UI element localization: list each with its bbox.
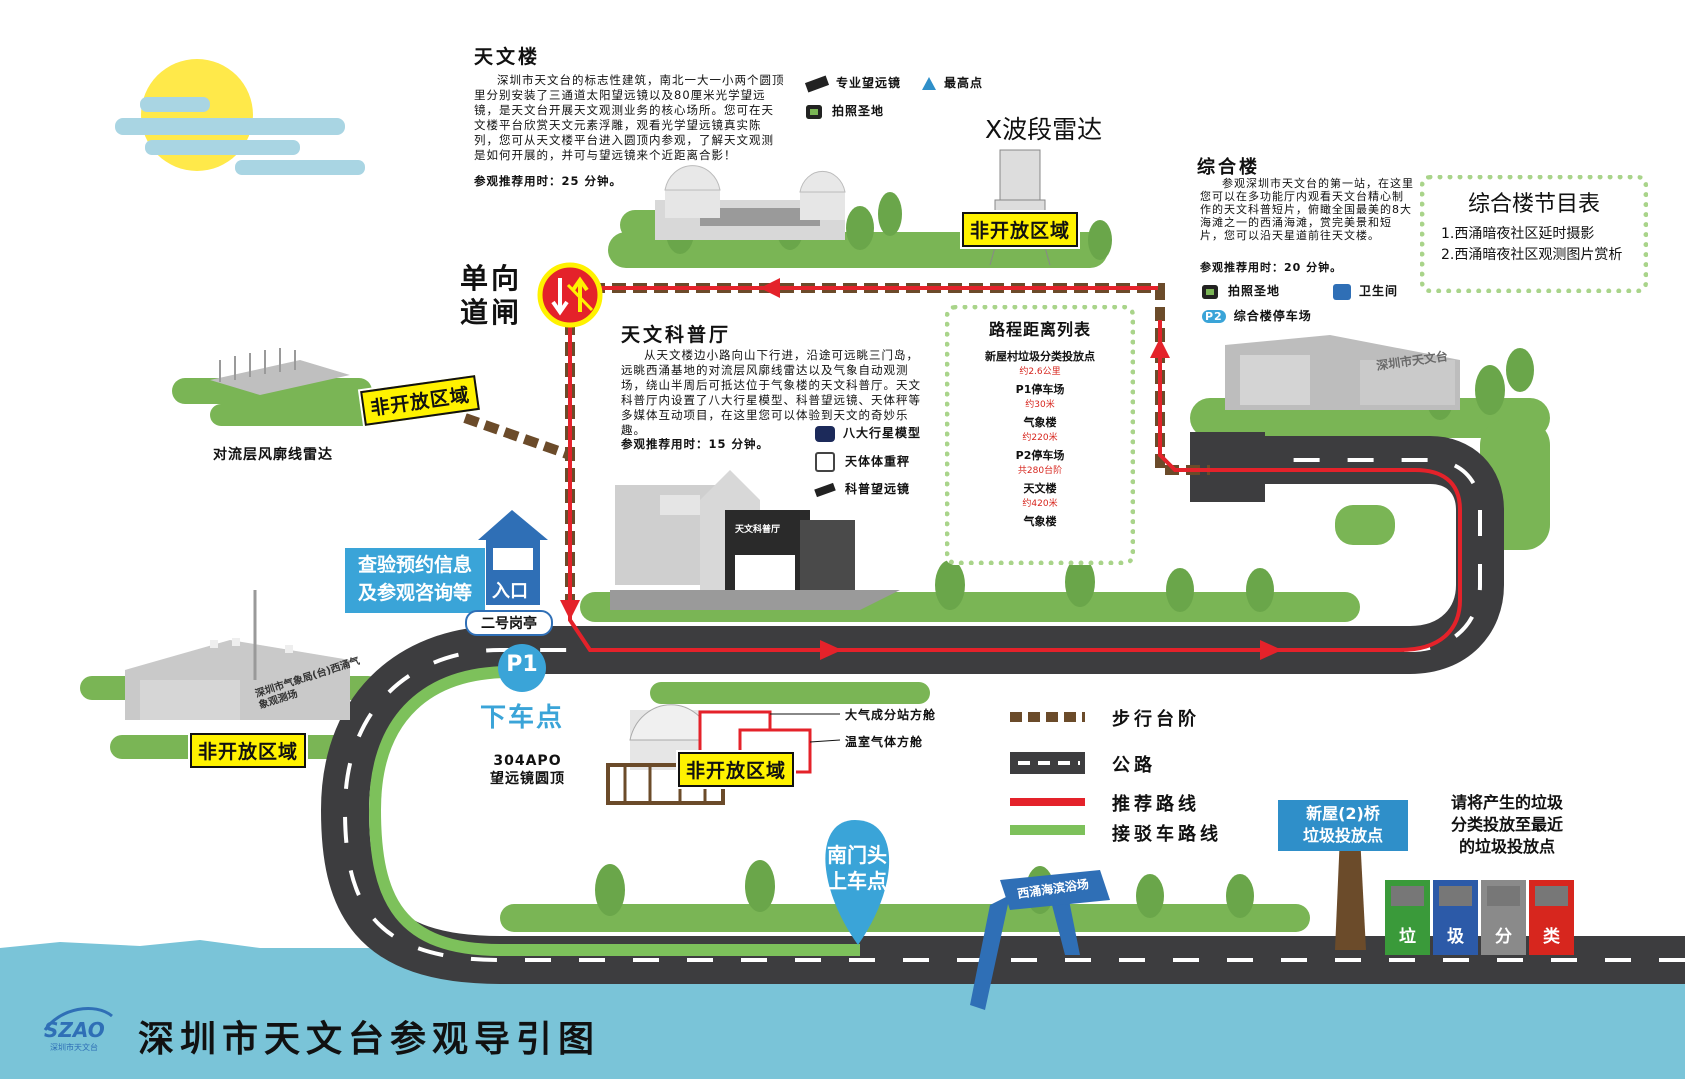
zonghelou-time: 参观推荐用时：20 分钟。 [1200,261,1343,274]
radar-tower [989,149,1051,266]
apo-label: 304APO 望远镜圆顶 [490,753,565,787]
distance-stop: P2停车场 [1015,449,1065,462]
science-hall [610,470,900,610]
weather-station [125,590,350,720]
distance-gap: 约2.6公里 [1019,367,1061,377]
highest-point-legend: 最高点 [922,74,983,91]
legend-recommended: 推荐路线 [1112,794,1200,815]
trash-sign-post [1335,835,1366,950]
kepu-time: 参观推荐用时：15 分钟。 [621,437,770,451]
scale-icon [815,452,835,472]
wind-radar-label: 对流层风廓线雷达 [213,447,333,463]
distance-box: 路程距离列表 新屋村垃圾分类投放点 约2.6公里 P1停车场 约30米 气象楼 … [945,305,1135,565]
wind-radar [210,348,350,395]
distance-gap: 约420米 [1022,499,1058,509]
bin-label: 垃 [1399,927,1416,947]
program-box: 综合楼节目表 1.西涌暗夜社区延时摄影 2.西涌暗夜社区观测图片赏析 [1420,175,1648,293]
restricted-tag-radar: 非开放区域 [962,212,1079,247]
triangle-icon [922,77,936,90]
south-stop-pin [825,820,890,945]
distance-gap: 约30米 [1025,400,1055,410]
logo-text: SZAO [44,1018,105,1042]
bin-label: 类 [1543,927,1560,947]
legend-steps: 步行台阶 [1112,709,1200,730]
kepu-sign: 天文科普厅 [735,525,781,535]
zonghelou-photo-legend: 拍照圣地 [1202,282,1280,299]
telescope-icon [804,75,830,92]
kepu-desc: 从天文楼边小路向山下行进，沿途可远眺三门岛，远眺西涌基地的对流层风廓线雷达以及气… [621,348,921,437]
logo-subtext: 深圳市天文台 [50,1043,98,1052]
logo-icon [43,1007,113,1031]
trees [595,192,1534,918]
distance-stop: P1停车场 [1015,383,1065,396]
entrance-info-box: 查验预约信息 及参观咨询等 [345,548,485,613]
kepu-item-planets: 八大行星模型 [815,424,921,442]
tianwenlou-desc: 深圳市天文台的标志性建筑，南北一大一小两个圆顶里分别安装了三通道太阳望远镜以及8… [474,73,785,162]
map-title: 深圳市天文台参观导引图 [138,1019,601,1060]
p1-pin [498,644,546,692]
road [320,432,1685,984]
observatory-building [655,165,846,240]
p1-label: 下车点 [480,703,565,733]
photo-spot-legend: 拍照圣地 [806,102,884,119]
gate-icon [537,262,603,328]
guard-post-label: 二号岗亭 [465,610,553,636]
distance-stop: 天文楼 [1023,482,1057,495]
legend-swatches [1010,712,1085,835]
legend-shuttle: 接驳车路线 [1112,824,1222,845]
complex-building [1225,335,1460,410]
distance-title: 路程距离列表 [988,320,1091,339]
south-stop-label: 南门头 上车点 [827,843,887,893]
entrance-label: 入口 [492,581,528,602]
bin-label: 圾 [1447,927,1464,947]
xband-radar-label: X波段雷达 [985,115,1103,144]
program-item-2: 2.西涌暗夜社区观测图片赏析 [1441,247,1623,263]
telescope-legend: 专业望远镜 [804,74,901,92]
kepu-item-telescope: 科普望远镜 [814,480,910,497]
tianwenlou-title: 天文楼 [474,46,541,68]
toilet-legend: 卫生间 [1333,282,1398,300]
program-item-1: 1.西涌暗夜社区延时摄影 [1441,226,1595,242]
entrance-arrow-icon [478,510,548,605]
distance-gap: 约220米 [1022,433,1058,443]
beach-sign [970,870,1110,1010]
kepu-title: 天文科普厅 [621,324,732,346]
recommended-route [568,286,1462,652]
zonghelou-desc: 参观深圳市天文台的第一站，在这里您可以在多功能厅内观看天文台精心制作的天文科普短… [1200,177,1414,242]
restricted-tag-weather: 非开放区域 [190,733,307,768]
distance-stop: 新屋村垃圾分类投放点 [985,350,1095,363]
zonghelou-title: 综合楼 [1197,157,1260,178]
cabin1-label: 大气成分站方舱 [845,708,937,722]
tianwenlou-time: 参观推荐用时：25 分钟。 [474,174,623,188]
sun-icon [115,59,365,175]
route-arrows [560,278,1282,660]
gate-label: 单向 道闸 [460,262,523,329]
distance-stop: 气象楼 [1023,515,1057,528]
restricted-tag-apo: 非开放区域 [678,752,795,787]
parking-badge: P2 [1202,310,1226,323]
distance-stop: 气象楼 [1023,416,1057,429]
camera-icon [1202,284,1218,299]
p1-badge: P1 [506,652,538,677]
bin-label: 分 [1495,927,1512,947]
telescope-icon [814,482,836,497]
kepu-item-scale: 天体体重秤 [815,452,910,472]
trash-bins [1385,880,1574,955]
legend-road: 公路 [1112,755,1156,776]
trash-note: 请将产生的垃圾 分类投放至最近 的垃圾投放点 [1450,793,1563,856]
distance-gap: 共280台阶 [1017,466,1063,476]
toilet-icon [1333,283,1351,300]
cabin2-label: 温室气体方舱 [845,735,924,749]
planet-icon [815,425,835,442]
trash-sign: 新屋(2)桥 垃圾投放点 [1278,800,1408,851]
camera-icon [806,104,822,119]
program-title: 综合楼节目表 [1467,192,1600,217]
